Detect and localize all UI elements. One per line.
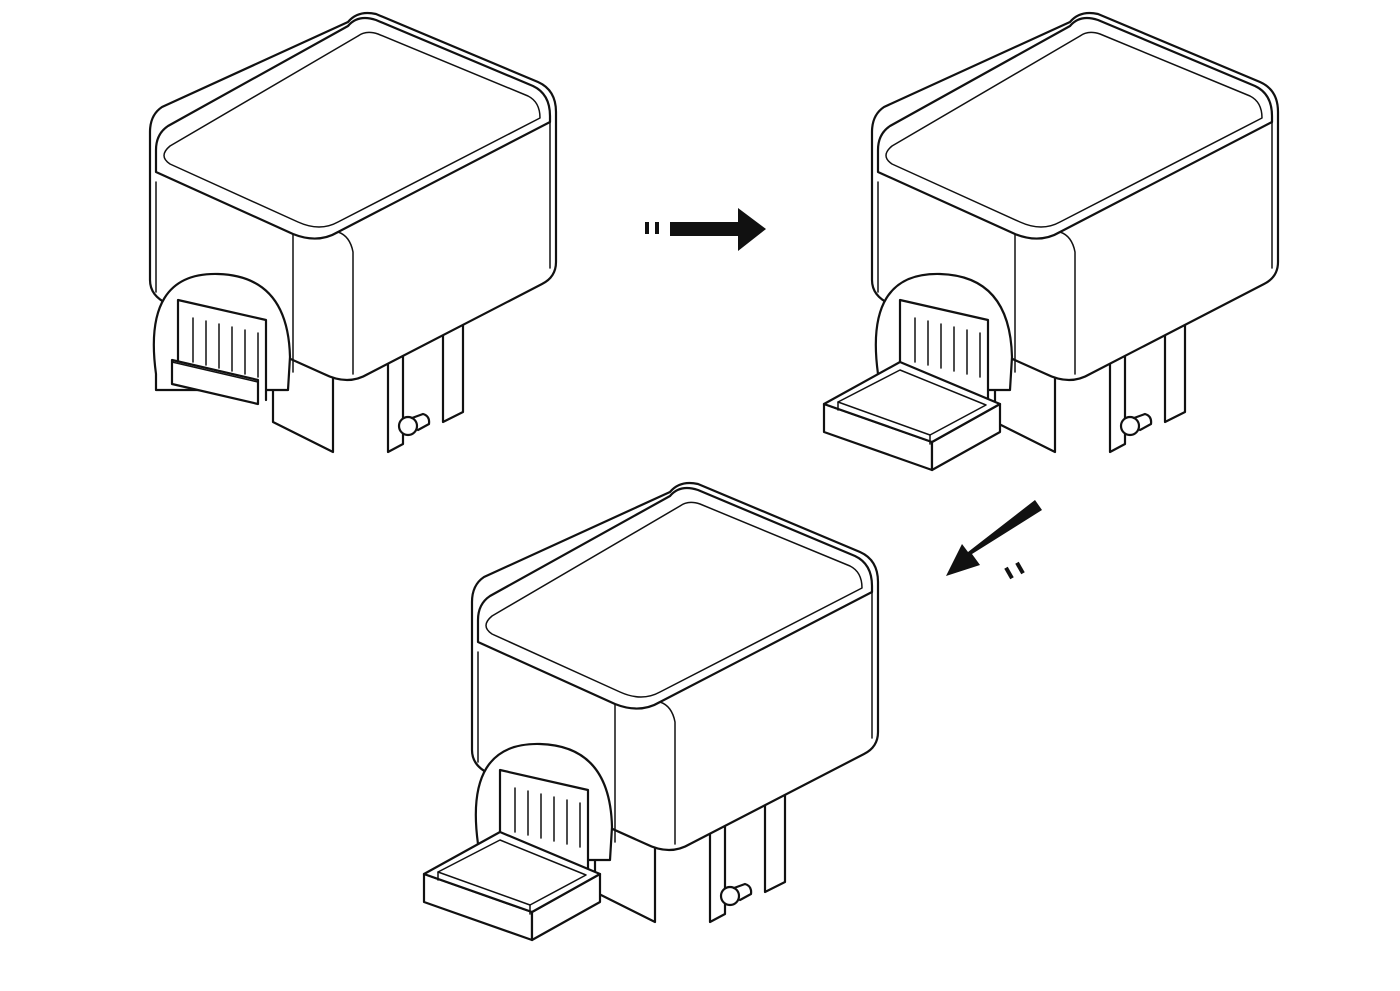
step-3-device-drawer-open bbox=[422, 481, 880, 942]
step-1-device-drawer-closed bbox=[148, 11, 558, 454]
arrow-right-icon bbox=[645, 208, 766, 251]
arrow-down-left-icon bbox=[946, 500, 1042, 580]
step-2-device-drawer-open bbox=[822, 11, 1280, 472]
